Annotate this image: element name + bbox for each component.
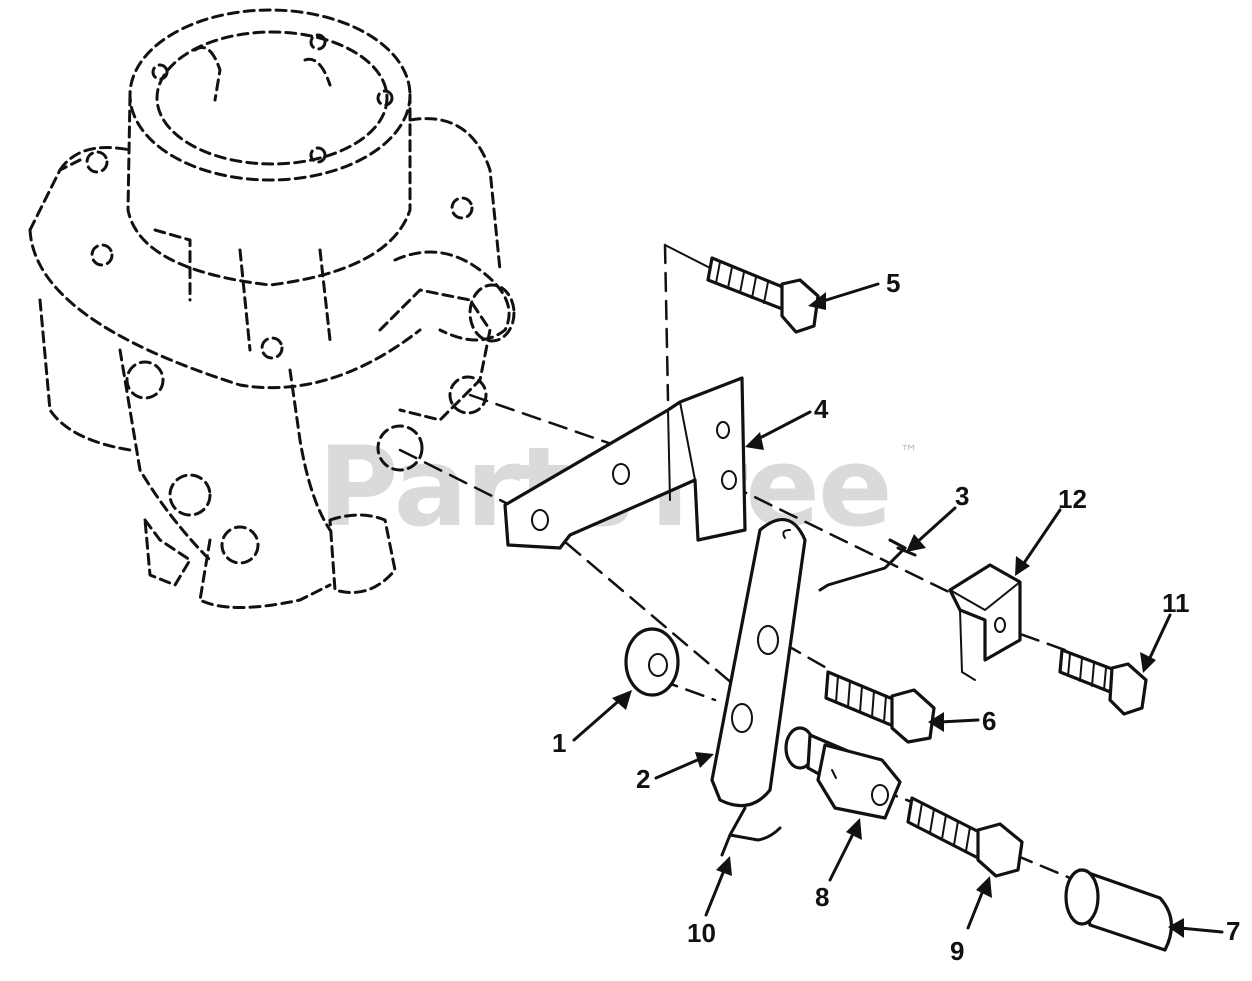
arrow-1 — [612, 690, 632, 710]
callout-2: 2 — [636, 764, 650, 794]
callout-9: 9 — [950, 936, 964, 966]
callout-labels: 5 4 3 12 11 6 1 2 8 10 9 7 — [552, 268, 1240, 966]
arrow-7 — [1168, 918, 1184, 938]
cap-part-7 — [1064, 868, 1173, 952]
arrow-8 — [846, 818, 862, 840]
callout-7: 7 — [1226, 916, 1240, 946]
arrow-6 — [928, 712, 944, 732]
arrow-12 — [1015, 556, 1030, 576]
watermark-trademark: ™ — [900, 442, 918, 463]
hairpin-part-10 — [720, 806, 782, 857]
washer-part-1 — [624, 627, 680, 697]
leader-lines — [572, 282, 1224, 938]
callout-11: 11 — [1162, 588, 1190, 618]
callout-6: 6 — [982, 706, 996, 736]
bolt-part-6 — [824, 670, 936, 744]
arrow-3 — [906, 534, 926, 552]
carburetor-body — [28, 8, 516, 609]
bolt-part-5 — [706, 256, 820, 334]
bolt-part-9 — [906, 796, 1024, 878]
arrow-2 — [695, 752, 714, 768]
arrow-10 — [716, 856, 732, 876]
arrow-5 — [808, 292, 826, 310]
pivot-part-8 — [784, 726, 902, 820]
callout-1: 1 — [552, 728, 566, 758]
arrow-9 — [976, 876, 992, 898]
link-part-2 — [710, 518, 807, 808]
arrow-11 — [1140, 652, 1156, 673]
callout-8: 8 — [815, 882, 829, 912]
clamp-part-12 — [948, 563, 1022, 681]
bolt-part-11 — [1058, 648, 1148, 716]
callout-5: 5 — [886, 268, 900, 298]
callout-4: 4 — [814, 394, 829, 424]
bracket-part-4 — [503, 376, 747, 550]
callout-3: 3 — [955, 481, 969, 511]
callout-10: 10 — [687, 918, 716, 948]
callout-12: 12 — [1058, 484, 1087, 514]
arrow-4 — [745, 432, 764, 450]
